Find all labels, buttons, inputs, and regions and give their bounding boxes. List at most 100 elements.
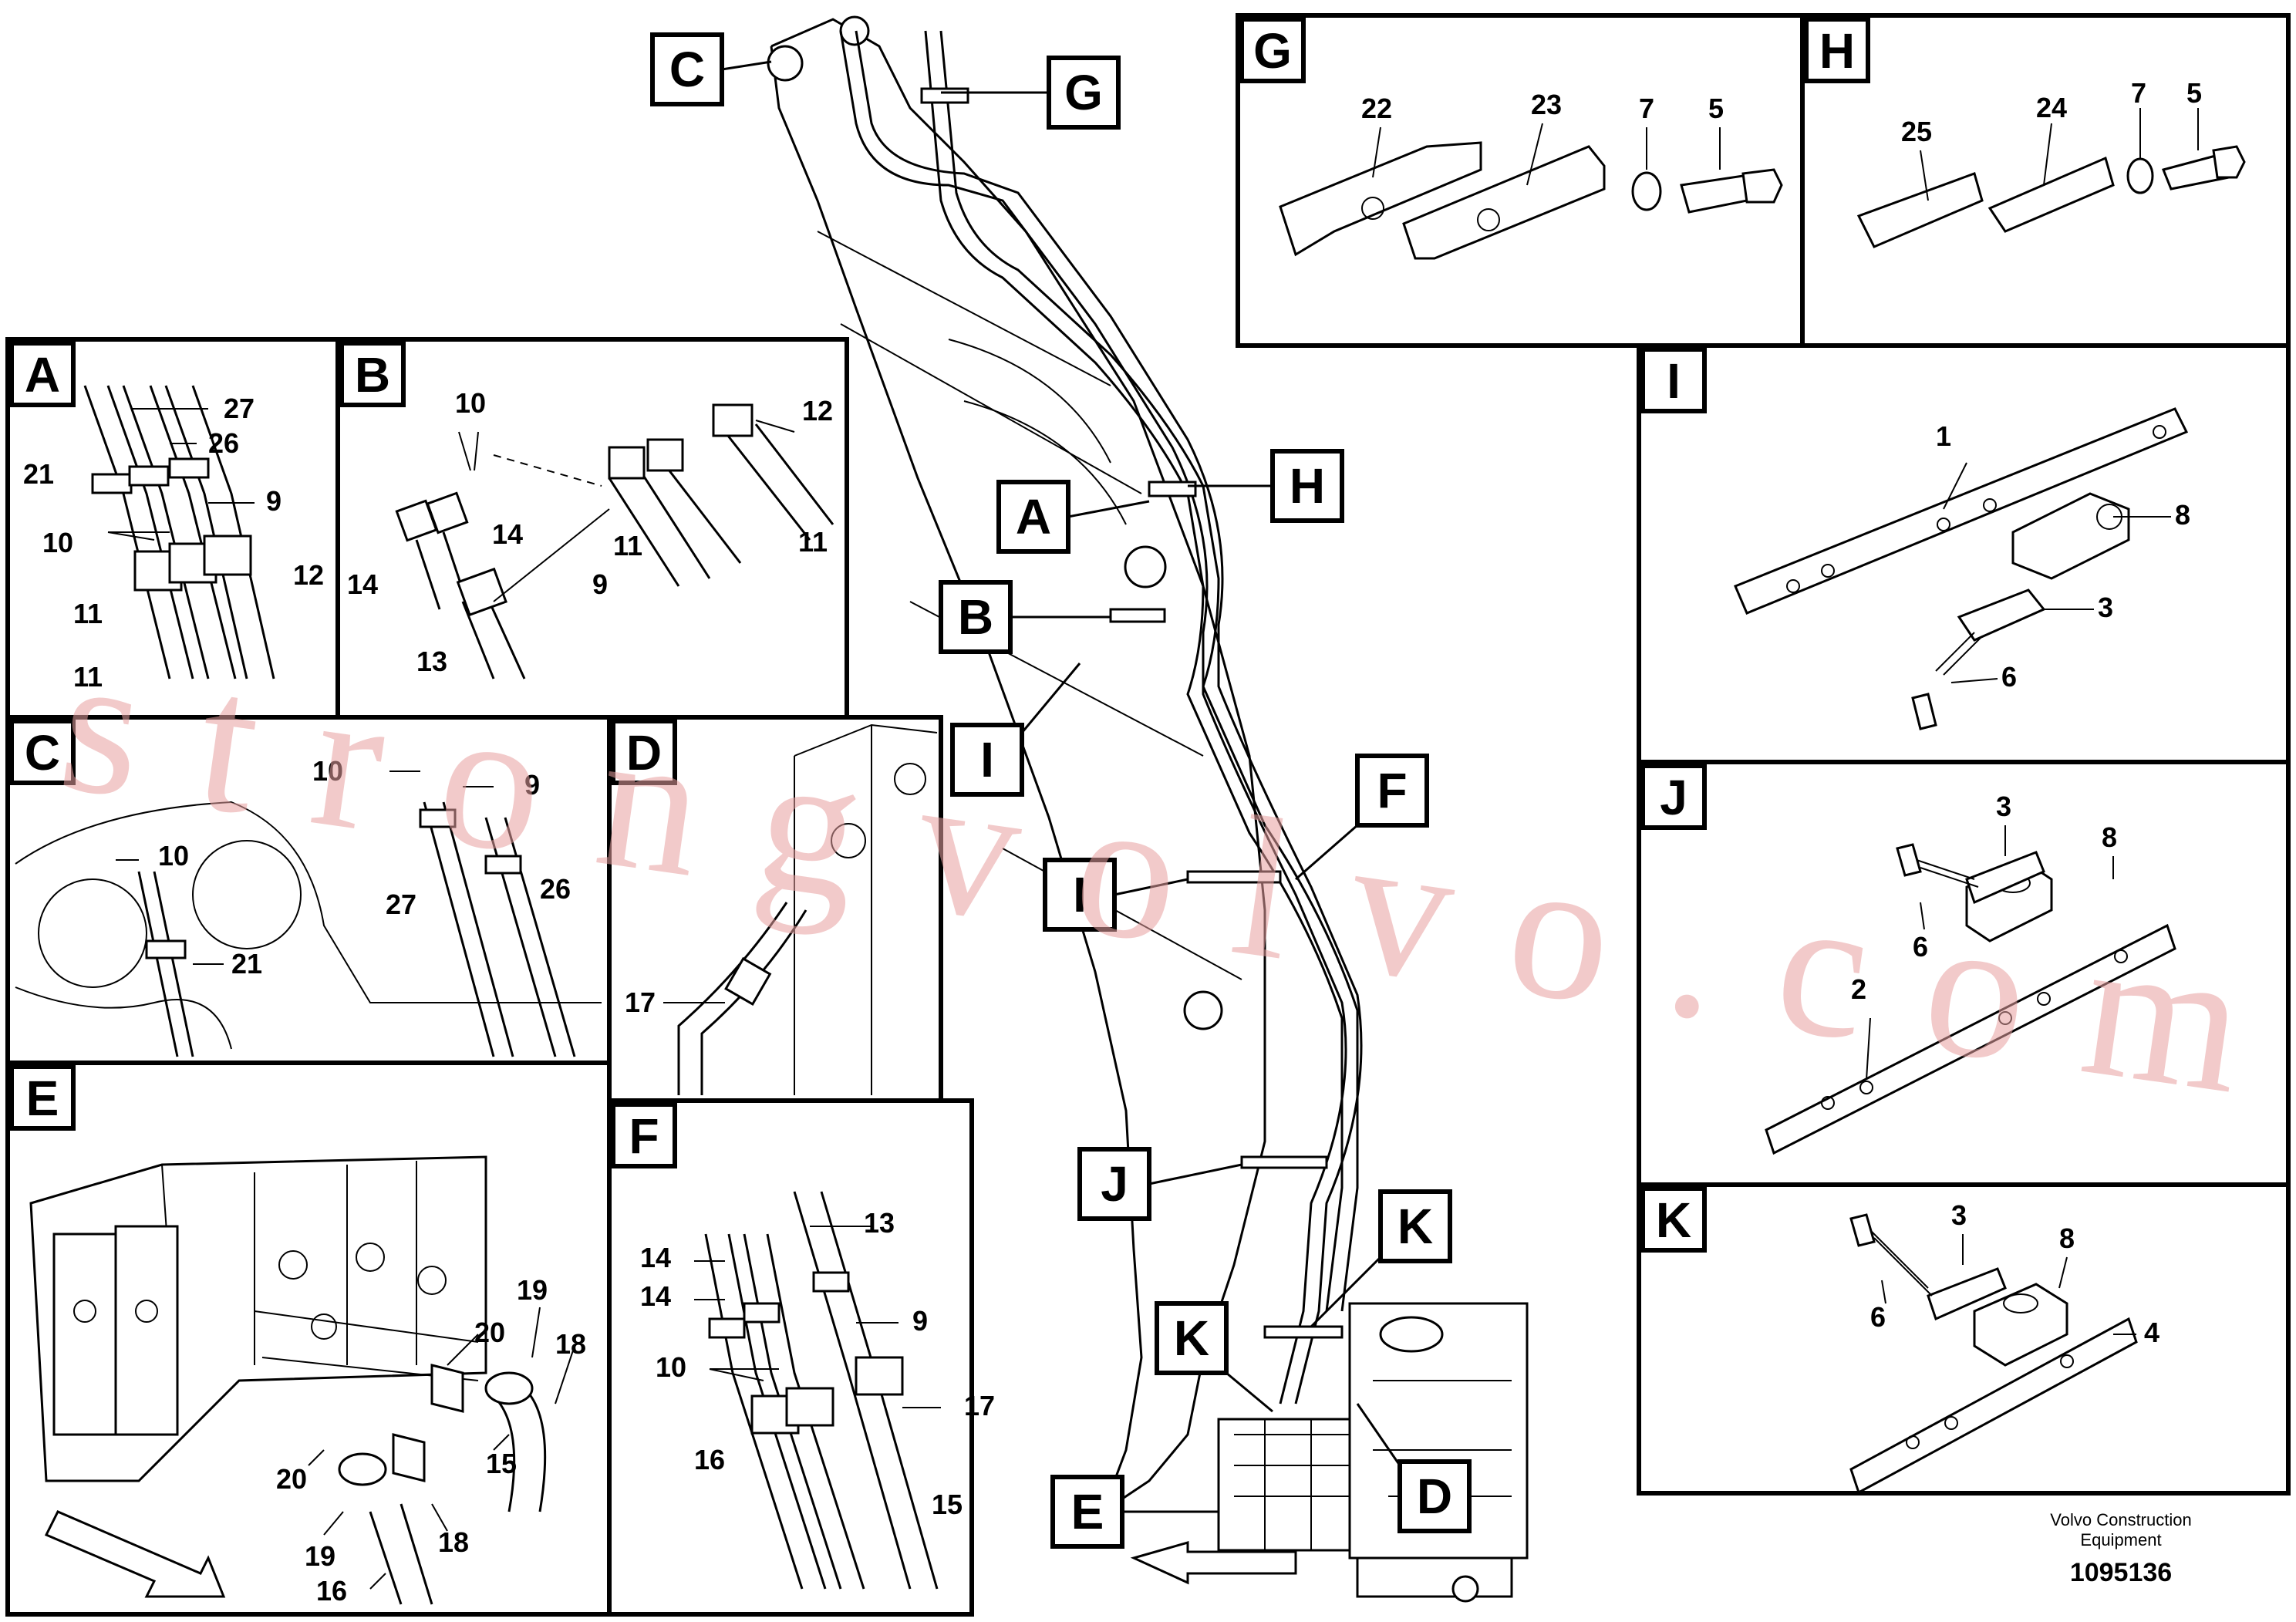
part-number-label: 11 <box>798 526 828 558</box>
part-number-label: 16 <box>694 1444 725 1475</box>
callout-A: A <box>996 480 1150 554</box>
footer-block: Volvo Construction Equipment 1095136 <box>2050 1510 2191 1587</box>
part-number-label: 18 <box>438 1526 469 1558</box>
part-number-label: 8 <box>2059 1222 2075 1254</box>
part-number-label: 10 <box>158 840 189 872</box>
part-number-label: 23 <box>1531 89 1562 120</box>
callout-F: F <box>1295 754 1429 881</box>
panel-G: G 22 23 7 5 <box>1236 13 1805 348</box>
footer-company: Volvo Construction <box>2050 1510 2191 1529</box>
part-number-label: 12 <box>802 395 833 427</box>
callout-H: H <box>1188 449 1344 523</box>
view-letter-label: G <box>1253 23 1292 79</box>
part-number-label: 10 <box>455 387 486 419</box>
part-number-label: 26 <box>208 427 239 459</box>
view-letter-label: I <box>980 732 994 787</box>
part-number-label: 9 <box>524 769 540 801</box>
part-number-label: 3 <box>1951 1199 1967 1231</box>
part-number-label: 15 <box>932 1489 963 1520</box>
view-letter-label: E <box>26 1071 59 1126</box>
part-number-label: 14 <box>640 1280 671 1312</box>
view-letter-label: C <box>25 725 60 781</box>
callout-C: C <box>650 32 772 106</box>
watermark-text: strongvolvo.com <box>49 610 2256 1136</box>
part-number-label: 16 <box>316 1575 347 1607</box>
part-number-label: 17 <box>625 986 656 1018</box>
callout-D: D <box>1356 1403 1472 1533</box>
part-number-label: 7 <box>2131 77 2146 109</box>
view-letter-label: G <box>1064 65 1103 120</box>
part-number-label: 18 <box>555 1328 586 1360</box>
part-number-label: 10 <box>42 527 73 558</box>
part-number-label: 20 <box>474 1317 505 1348</box>
view-letter-label: I <box>1073 867 1087 922</box>
part-number-label: 21 <box>231 948 262 980</box>
footer-company-sub: Equipment <box>2080 1530 2161 1549</box>
view-letter-label: D <box>1417 1469 1452 1524</box>
view-letter-label: E <box>1071 1484 1104 1539</box>
part-number-label: 6 <box>2001 661 2017 693</box>
callout-J: J <box>1077 1147 1242 1221</box>
callout-E: E <box>1050 1475 1219 1549</box>
panel-J: J 3 8 6 2 <box>1637 760 2291 1187</box>
part-number-label: 14 <box>492 518 523 550</box>
panel-B: B 10 12 14 14 11 11 9 13 <box>335 337 849 720</box>
panel-K: K 3 8 6 4 <box>1637 1182 2291 1496</box>
view-letter-label: K <box>1656 1192 1691 1248</box>
part-number-label: 5 <box>1708 93 1724 124</box>
view-letter-label: C <box>669 42 705 97</box>
part-number-label: 27 <box>224 393 255 424</box>
view-letter-label: F <box>629 1108 659 1164</box>
part-number-label: 11 <box>613 530 642 561</box>
part-number-label: 11 <box>73 598 103 629</box>
part-number-label: 12 <box>293 559 324 591</box>
figure-number: 1095136 <box>2070 1558 2172 1587</box>
part-number-label: 9 <box>592 568 608 600</box>
part-number-label: 25 <box>1901 116 1932 147</box>
part-number-label: 5 <box>2186 77 2202 109</box>
part-number-label: 19 <box>305 1540 335 1572</box>
part-number-label: 7 <box>1639 93 1654 124</box>
view-letter-label: K <box>1174 1310 1209 1366</box>
part-number-label: 2 <box>1851 973 1866 1005</box>
view-letter-label: J <box>1660 770 1687 825</box>
part-number-label: 10 <box>656 1351 686 1383</box>
part-number-label: 17 <box>964 1390 995 1421</box>
part-number-label: 6 <box>1870 1301 1886 1333</box>
callout-I-upper: I <box>950 663 1081 797</box>
view-letter-label: B <box>958 589 993 645</box>
view-letter-label: A <box>25 347 60 403</box>
view-letter-label: J <box>1101 1156 1128 1212</box>
view-letter-label: I <box>1667 353 1681 409</box>
part-number-label: 6 <box>1913 931 1928 963</box>
view-letter-label: K <box>1397 1199 1433 1254</box>
part-number-label: 3 <box>1996 791 2011 822</box>
part-number-label: 27 <box>386 889 416 920</box>
part-number-label: 3 <box>2098 592 2113 623</box>
main-callouts: C G H A B I F <box>650 32 1472 1549</box>
panel-A: A 27 26 21 9 10 12 11 11 <box>5 337 340 720</box>
part-number-label: 13 <box>864 1207 895 1239</box>
part-number-label: 9 <box>266 485 282 517</box>
view-letter-label: F <box>1377 763 1407 818</box>
view-letter-label: A <box>1016 489 1051 545</box>
view-letter-label: B <box>355 347 390 403</box>
callout-B: B <box>939 580 1111 654</box>
panel-E: E 19 20 18 15 20 19 18 16 <box>5 1061 612 1617</box>
panel-F: F 13 14 14 9 10 17 16 15 <box>607 1098 995 1617</box>
part-number-label: 21 <box>23 458 54 490</box>
panel-H: H 25 24 7 5 <box>1800 13 2291 348</box>
callout-I-lower: I <box>1043 858 1188 932</box>
part-number-label: 15 <box>486 1448 517 1479</box>
part-number-label: 9 <box>912 1305 928 1337</box>
part-number-label: 26 <box>540 873 571 905</box>
part-number-label: 20 <box>276 1463 307 1495</box>
part-number-label: 10 <box>312 755 343 787</box>
part-number-label: 13 <box>416 646 447 677</box>
callout-K-left: K <box>1155 1301 1273 1413</box>
part-number-label: 19 <box>517 1274 548 1306</box>
part-number-label: 8 <box>2102 821 2117 853</box>
part-number-label: 4 <box>2144 1317 2159 1348</box>
part-number-label: 1 <box>1936 420 1951 452</box>
callout-K-right: K <box>1310 1189 1452 1328</box>
